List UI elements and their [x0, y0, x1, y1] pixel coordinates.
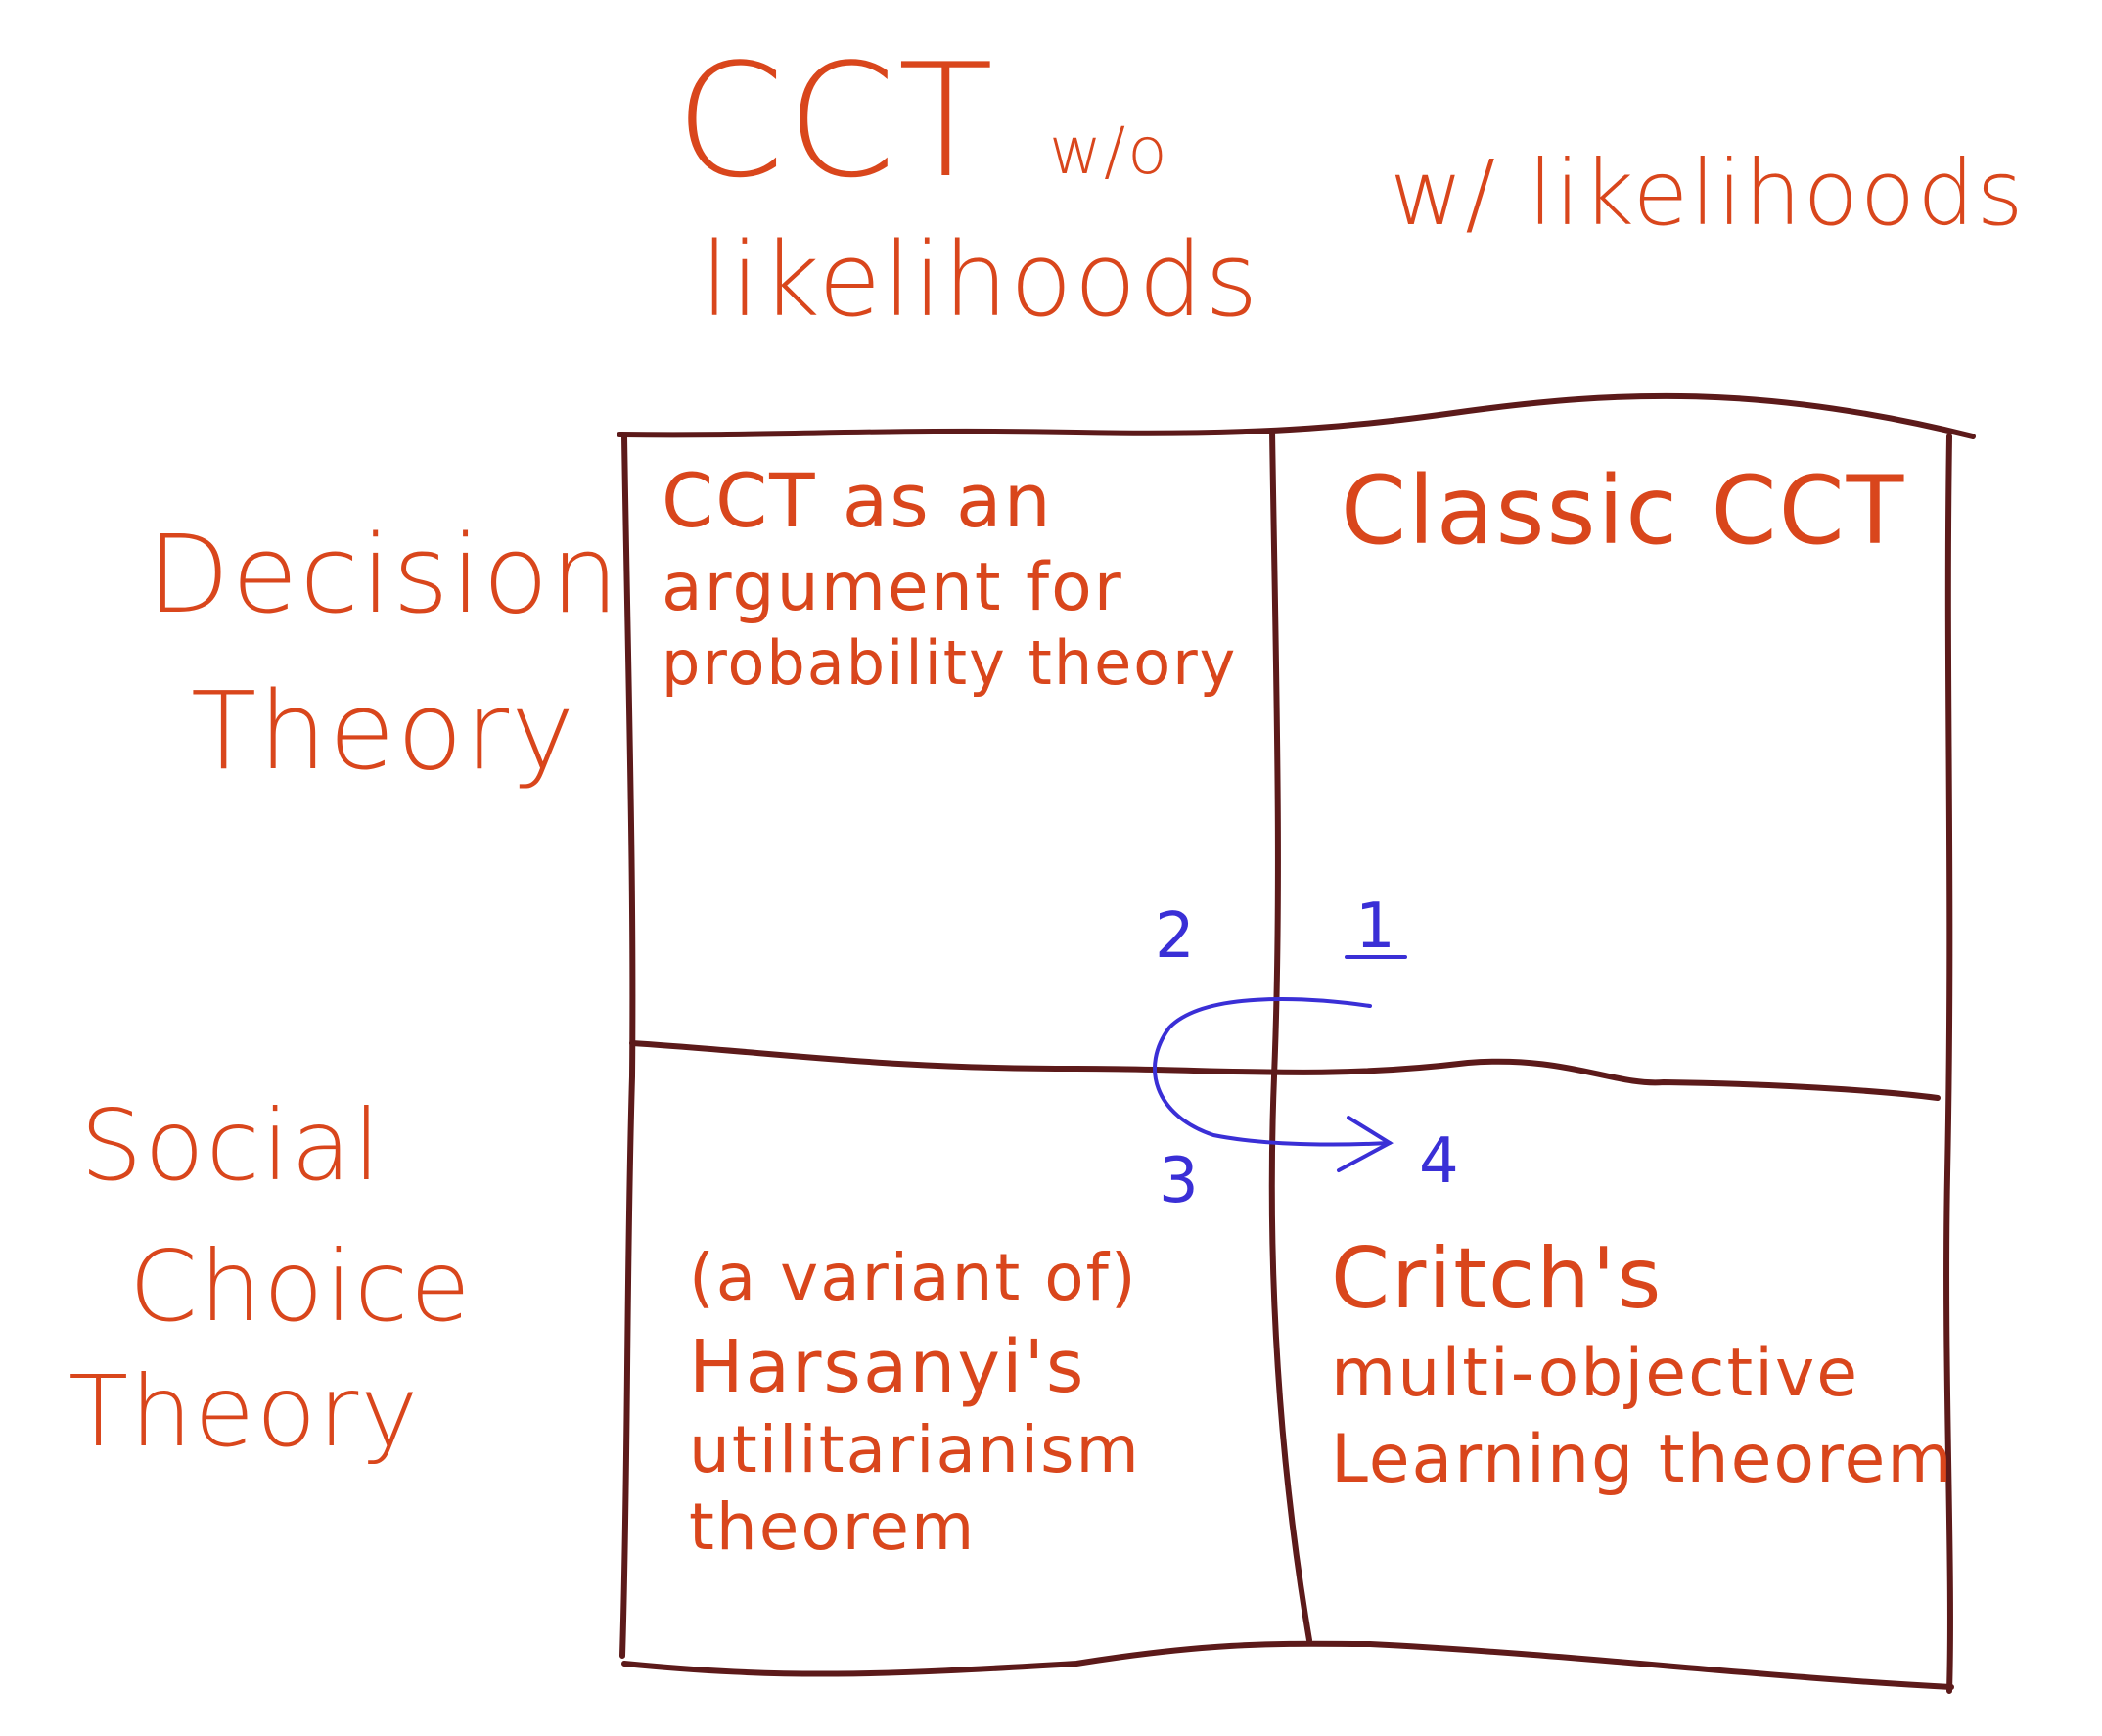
cell-text: probability theory	[662, 627, 1238, 700]
column-subtitle-likelihoods: likelihoods	[701, 220, 1260, 340]
cell-text: Learning theorem	[1331, 1421, 1954, 1499]
grid-middle-horizontal	[629, 1040, 1941, 1101]
cell-text: Classic CCT	[1341, 456, 1906, 566]
grid-left-line	[619, 434, 636, 1659]
cell-text: (a variant of)	[689, 1240, 1138, 1315]
cell-text: multi-objective	[1331, 1334, 1860, 1412]
row-label-theory-1: Theory	[191, 668, 577, 794]
row-label-decision: Decision	[147, 512, 621, 637]
cell-text: Harsanyi's	[689, 1324, 1086, 1409]
row-label-choice: Choice	[129, 1229, 473, 1344]
marker-1: 1	[1355, 891, 1395, 963]
row-label-social: Social	[80, 1088, 383, 1203]
column-title-with-likelihoods: w/ likelihoods	[1390, 141, 2026, 246]
column-title-without: w/o	[1049, 114, 1169, 189]
grid-right-line	[1943, 434, 1953, 1694]
grid-bottom-line	[621, 1640, 1954, 1690]
cell-text: argument for	[662, 548, 1123, 626]
grid-top-line	[617, 392, 1976, 439]
cell-text: utilitarianism	[689, 1411, 1141, 1487]
cell-text: Critch's	[1331, 1230, 1664, 1328]
cell-top-right: Classic CCT	[1341, 456, 1906, 566]
row-label-theory-2: Theory	[69, 1354, 421, 1469]
column-title-cct: CCT	[675, 29, 996, 212]
transition-arrow	[1153, 955, 1407, 1172]
cell-bottom-left: (a variant of) Harsanyi's utilitarianism…	[689, 1240, 1141, 1565]
cell-bottom-right: Critch's multi-objective Learning theore…	[1331, 1233, 1954, 1497]
cell-top-left: CCT as an argument for probability theor…	[662, 460, 1237, 698]
cell-text: theorem	[689, 1488, 977, 1565]
marker-3: 3	[1159, 1145, 1199, 1217]
marker-4: 4	[1419, 1125, 1459, 1198]
cell-text: CCT as an	[662, 457, 1053, 544]
grid-middle-vertical	[1268, 428, 1312, 1643]
marker-2: 2	[1155, 900, 1195, 973]
